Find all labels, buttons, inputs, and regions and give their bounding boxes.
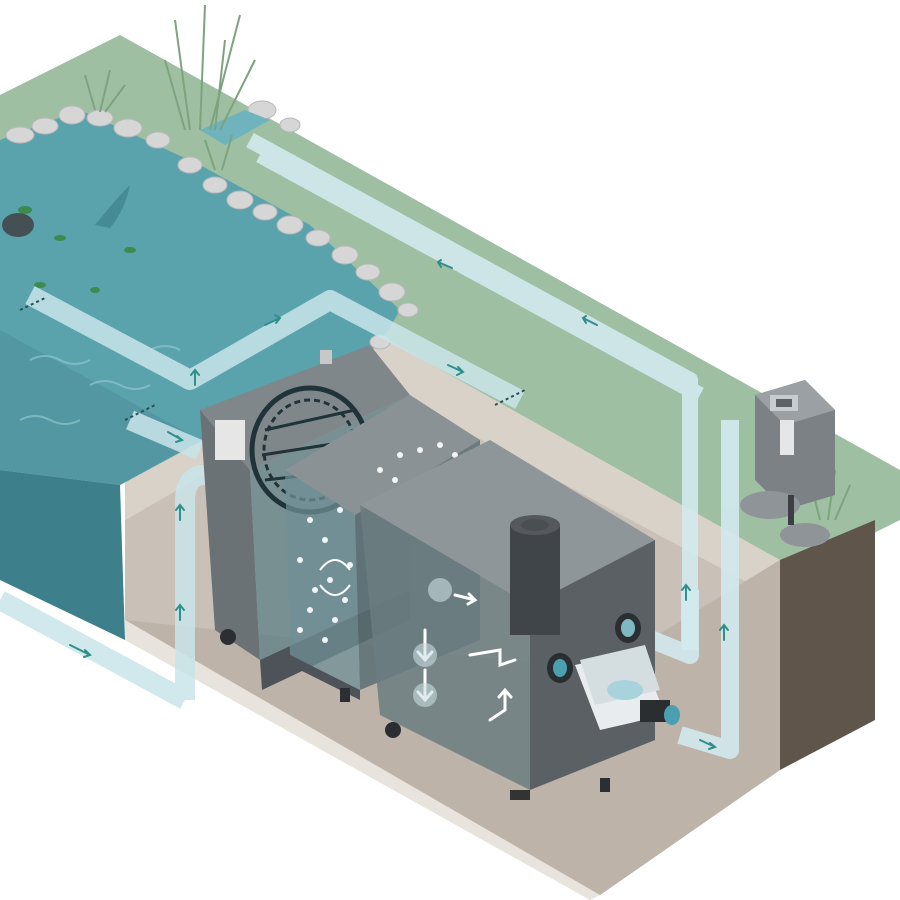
bio-icon xyxy=(521,519,549,531)
reed-plants xyxy=(84,4,851,521)
pond-stone-border xyxy=(5,100,419,350)
lily-pads xyxy=(18,206,136,293)
flow-arrows xyxy=(69,259,729,750)
pipe-openings xyxy=(19,297,526,421)
control-unit xyxy=(740,380,835,547)
outlet-pipe xyxy=(636,420,739,759)
inlet-pipe xyxy=(0,286,525,709)
biological-chamber xyxy=(360,440,655,800)
soil-side xyxy=(780,520,875,770)
water-ripples xyxy=(19,345,181,425)
outlet-connectors xyxy=(547,613,641,683)
media-icon xyxy=(297,442,458,643)
pond-water-front xyxy=(0,470,125,640)
trench-front-lip xyxy=(125,620,600,900)
pond-pump-icon xyxy=(2,213,34,237)
uv-clarifier xyxy=(575,645,680,730)
filter-fittings xyxy=(220,629,610,792)
uv-icon xyxy=(607,680,643,700)
fish-icon xyxy=(95,185,130,228)
stream-inlet xyxy=(200,110,270,145)
control-icon xyxy=(776,399,792,407)
return-pipe xyxy=(246,132,704,650)
